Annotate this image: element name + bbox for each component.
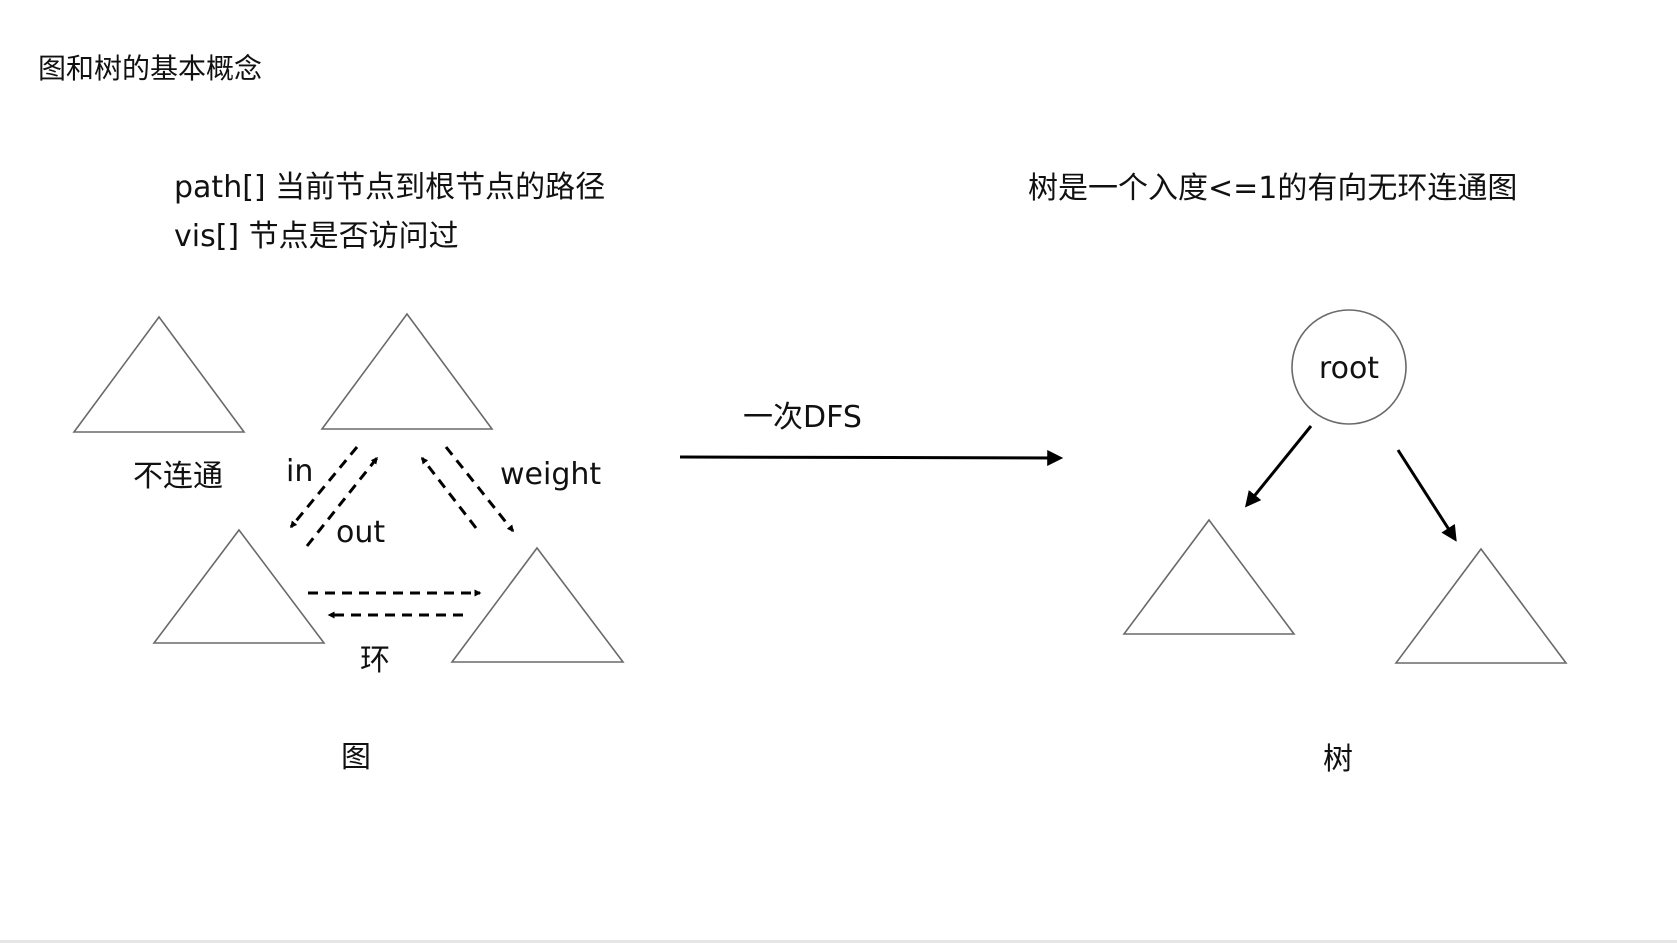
edge-in-label: in [286,454,313,489]
page-title: 图和树的基本概念 [38,52,262,85]
graph-node-bottom-right [450,546,625,663]
disconnected-label: 不连通 [133,459,223,494]
tree-child-right [1394,547,1568,664]
bottom-border [0,940,1677,943]
root-node [1291,309,1407,425]
edge-out-label: out [336,515,385,550]
vis-note: vis[] 节点是否访问过 [174,219,459,254]
edge-out-arrow [305,456,379,547]
graph-node-bottom-left [152,528,326,644]
tree-edge-right [1396,449,1457,542]
edge-weight-label: weight [500,457,601,492]
root-label: root [1319,351,1379,386]
edge-weight-arrow [444,446,515,533]
graph-caption: 图 [341,740,371,775]
tree-caption: 树 [1323,742,1353,777]
graph-node-top [320,312,494,430]
cycle-label: 环 [360,643,390,678]
dfs-transform-arrow [679,449,1064,466]
edge-weight-back-arrow [420,456,478,529]
edge-in-arrow [289,446,359,529]
transform-label: 一次DFS [743,400,862,435]
tree-child-left [1122,518,1296,635]
path-note: path[] 当前节点到根节点的路径 [174,170,605,205]
tree-definition: 树是一个入度<=1的有向无环连通图 [1028,171,1517,206]
disconnected-subgraph [72,315,246,433]
tree-edge-left [1244,425,1313,508]
